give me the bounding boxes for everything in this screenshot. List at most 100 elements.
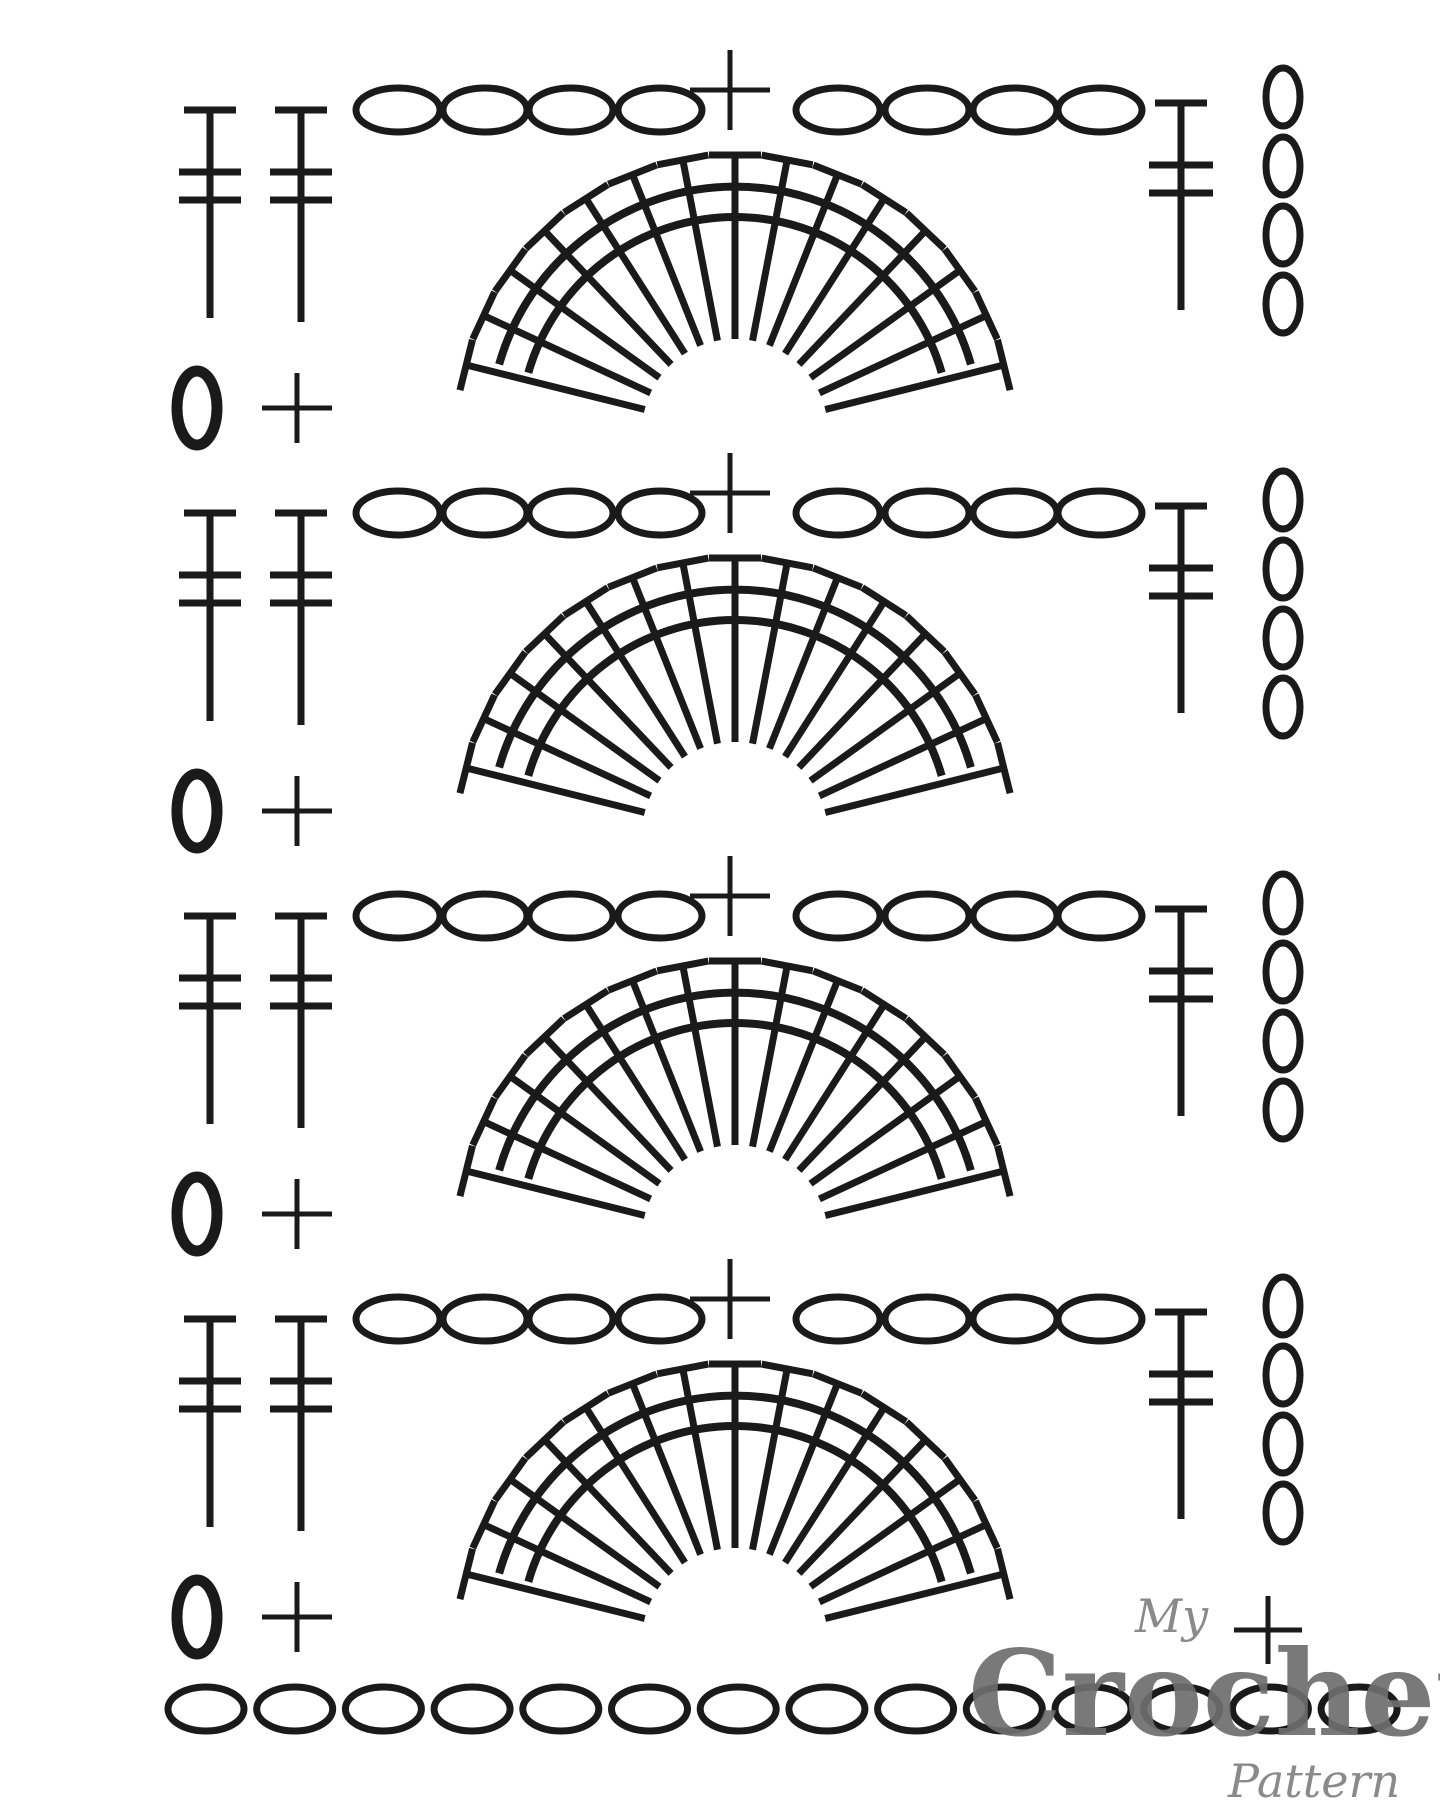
watermark-logo: My Crochet Pattern	[968, 1589, 1440, 1801]
treble-stitch-symbol	[270, 509, 332, 725]
fan-treble-stitch	[492, 1456, 662, 1590]
chain-stitch-oval	[962, 1683, 1046, 1735]
stitch-top-bar	[941, 1456, 978, 1503]
fan-treble-stitch	[562, 584, 688, 759]
chain-stitch-oval	[1262, 1342, 1304, 1408]
chain-stitch-oval	[352, 487, 444, 539]
stitch-top-bar	[607, 1370, 658, 1397]
stitch-top-bar	[523, 613, 566, 655]
fan-treble-stitch	[607, 1370, 704, 1556]
treble-stitch-symbol	[270, 1315, 332, 1531]
stitch-post	[542, 631, 674, 770]
stitch-top-bar	[492, 650, 529, 697]
chain-stitch-oval	[439, 84, 531, 136]
treble-stitch-symbol	[270, 912, 332, 1128]
stitch-top-bar	[904, 210, 947, 252]
treble-stitch-symbol	[1149, 99, 1213, 310]
fan-treble-stitch	[766, 967, 863, 1153]
chain-stitch-oval	[1262, 536, 1304, 602]
stitch-top-bar	[860, 584, 908, 619]
fan-treble-stitch	[782, 1390, 908, 1565]
stitch-post	[782, 1002, 888, 1162]
fan-treble-stitch	[709, 554, 761, 742]
stitch-post	[817, 1118, 988, 1203]
pattern-repeat	[171, 453, 1304, 854]
stitch-post	[542, 228, 674, 367]
stitch-top-bar	[469, 1499, 498, 1550]
single-crochet-symbol	[690, 1259, 770, 1339]
fan-treble-stitch	[824, 741, 1014, 816]
stitch-top-bar	[941, 650, 978, 697]
chain-stitch-oval	[1262, 939, 1304, 1005]
stitch-post	[679, 159, 721, 342]
fan-treble-stitch	[782, 181, 908, 356]
stitch-top-bar	[760, 1360, 814, 1378]
watermark-line-3: Pattern	[1227, 1754, 1400, 1801]
fan-treble-stitch	[456, 741, 646, 816]
fan-treble-stitch	[817, 1096, 1001, 1203]
stitch-post	[582, 196, 688, 356]
chain-stitch-oval	[352, 1293, 444, 1345]
stitch-top-bar	[812, 1370, 863, 1397]
stitch-post	[465, 361, 646, 413]
fan-treble-stitch	[562, 1390, 688, 1565]
fan-treble-stitch	[656, 151, 721, 342]
stitch-post	[482, 1118, 653, 1203]
stitch-top-bar	[469, 290, 498, 341]
fan-treble-stitch	[749, 151, 814, 342]
stitch-post	[808, 267, 962, 381]
stitch-top-bar	[972, 290, 1001, 341]
stitch-post	[824, 1167, 1005, 1219]
single-crochet-symbol	[690, 856, 770, 936]
stitch-top-bar	[994, 338, 1014, 392]
chain-stitch-oval	[171, 1574, 223, 1660]
stitch-top-bar	[656, 151, 710, 169]
chain-stitch-oval	[1051, 1683, 1135, 1735]
pattern-repeats	[171, 50, 1304, 1660]
chain-stitch-oval	[969, 890, 1061, 942]
stitch-top-bar	[456, 1547, 476, 1601]
stitch-top-bar	[994, 1547, 1014, 1601]
chain-stitch-oval	[1262, 1008, 1304, 1074]
stitch-post	[817, 715, 988, 800]
stitch-top-bar	[972, 693, 1001, 744]
stitch-post	[766, 1382, 841, 1556]
fan-treble-stitch	[709, 957, 761, 1145]
watermark-line-1: My	[1134, 1589, 1209, 1643]
stitch-top-bar	[812, 967, 863, 994]
chain-stitch-oval	[969, 1293, 1061, 1345]
stitch-post	[542, 1034, 674, 1173]
stitch-top-bar	[492, 247, 529, 294]
fan-treble-stitch	[782, 987, 908, 1162]
fan-shell	[456, 554, 1014, 816]
chain-stitch-oval	[519, 1683, 603, 1735]
fan-treble-stitch	[796, 210, 947, 367]
chain-stitch-oval	[352, 890, 444, 942]
stitch-top-bar	[562, 987, 610, 1022]
stitch-top-bar	[456, 1144, 476, 1198]
treble-stitch-symbol	[1149, 1308, 1213, 1519]
chain-stitch-oval	[792, 890, 884, 942]
chain-stitch-oval	[525, 84, 617, 136]
fan-treble-stitch	[656, 957, 721, 1148]
stitch-top-bar	[607, 161, 658, 188]
chain-stitch-oval	[430, 1683, 514, 1735]
stitch-top-bar	[760, 957, 814, 975]
single-crochet-symbol	[262, 1582, 332, 1652]
stitch-post	[808, 670, 962, 784]
treble-stitch-symbol	[179, 106, 241, 318]
chain-stitch-oval	[1262, 605, 1304, 671]
chain-stitch-oval	[525, 1293, 617, 1345]
chain-stitch-oval	[1262, 870, 1304, 936]
stitch-top-bar	[760, 554, 814, 572]
chain-stitch-oval	[614, 487, 706, 539]
fan-treble-stitch	[607, 967, 704, 1153]
stitch-top-bar	[904, 613, 947, 655]
chain-stitch-oval	[1262, 64, 1304, 130]
chain-stitch-oval	[1262, 202, 1304, 268]
fan-treble-stitch	[824, 1144, 1014, 1219]
fan-treble-stitch	[824, 1547, 1014, 1622]
stitch-top-bar	[656, 1360, 710, 1378]
stitch-post	[817, 312, 988, 397]
single-crochet-symbol	[690, 50, 770, 130]
